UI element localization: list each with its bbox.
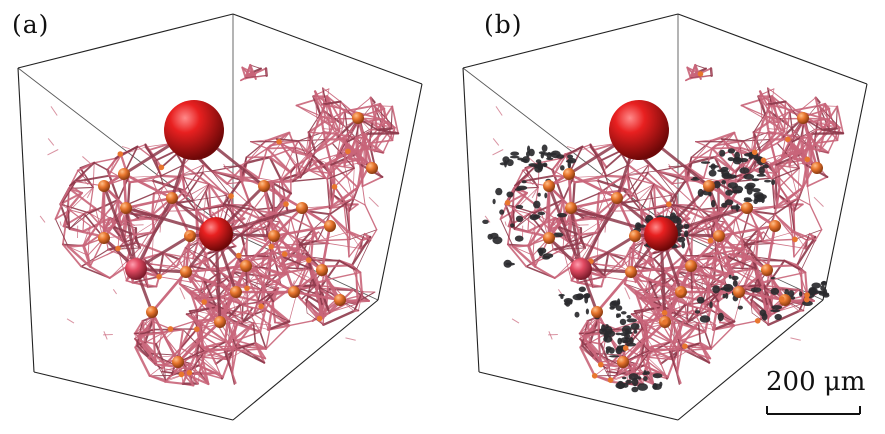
scale-bar — [766, 406, 861, 415]
pore-node — [366, 162, 378, 174]
pore-node — [622, 345, 629, 351]
pore-node — [703, 180, 715, 192]
pore-node — [697, 71, 704, 77]
pore-node — [331, 184, 338, 190]
pore-node — [201, 299, 207, 305]
pore-node — [565, 202, 577, 214]
pore-node — [611, 192, 623, 204]
pore-node — [115, 245, 121, 252]
scale-bar-label: 200 μm — [766, 367, 866, 397]
pore-node — [797, 112, 809, 124]
large-pore-sphere — [164, 100, 224, 160]
pore-node — [629, 230, 641, 242]
pore-node — [792, 236, 798, 243]
pore-node — [779, 296, 785, 302]
pore-node — [598, 361, 604, 368]
bounding-cube — [462, 13, 868, 421]
pore-node — [543, 180, 555, 192]
pore-nodes — [98, 100, 378, 378]
pore-node — [98, 232, 110, 244]
pore-node — [178, 371, 185, 378]
pore-node — [804, 296, 810, 303]
pore-node — [214, 316, 226, 328]
pore-node — [713, 230, 725, 242]
pore-node — [591, 373, 598, 379]
pore-node — [186, 369, 193, 376]
pore-node — [760, 157, 767, 164]
pore-node — [244, 285, 250, 292]
pore-node — [678, 289, 684, 295]
pore-node — [172, 356, 184, 368]
pore-node — [258, 303, 265, 310]
pore-node — [804, 292, 810, 298]
pore-node — [316, 264, 328, 276]
pore-node — [283, 201, 289, 207]
pore-node — [563, 168, 575, 180]
pore-node — [180, 266, 192, 278]
pore-node — [352, 112, 364, 124]
pore-node — [167, 326, 174, 332]
pore-node — [666, 201, 672, 207]
throat-network — [39, 63, 400, 387]
pore-node — [804, 156, 811, 163]
pore-node — [685, 260, 697, 272]
pore-node — [661, 310, 668, 316]
bounding-cube — [17, 13, 423, 421]
pore-node — [305, 257, 312, 263]
pore-node — [268, 243, 275, 250]
pore-node — [741, 202, 753, 214]
panel-label-a: (a) — [12, 10, 50, 39]
pore-node — [281, 251, 288, 257]
pore-node — [591, 306, 603, 318]
pore-node — [682, 343, 688, 350]
pore-node — [617, 356, 629, 368]
panel-b — [462, 13, 868, 421]
pore-node — [288, 286, 300, 298]
pore-node — [235, 252, 242, 259]
pore-node — [268, 230, 280, 242]
pore-node — [662, 319, 668, 325]
panel-label-b: (b) — [484, 10, 523, 39]
pore-node — [228, 193, 234, 199]
pore-node — [707, 237, 714, 244]
pore-sphere — [199, 217, 233, 251]
pore-node — [785, 136, 791, 143]
pore-node — [166, 192, 178, 204]
pore-node — [258, 180, 270, 192]
pore-node — [276, 138, 282, 145]
pore-node — [769, 220, 781, 232]
pore-node — [156, 273, 162, 280]
pore-sphere — [125, 258, 147, 280]
pore-node — [811, 162, 823, 174]
pore-node — [117, 151, 124, 157]
pore-node — [240, 260, 252, 272]
pore-node — [316, 315, 323, 322]
pore-nodes — [504, 71, 823, 383]
pore-node — [158, 164, 165, 171]
pore-node — [120, 202, 132, 214]
pore-node — [230, 286, 242, 298]
pore-node — [607, 377, 614, 383]
pore-node — [754, 318, 761, 324]
pore-node — [296, 202, 308, 214]
pore-sphere — [570, 258, 592, 280]
pore-sphere — [644, 217, 678, 251]
pore-node — [334, 294, 346, 306]
pore-node — [751, 149, 758, 156]
pore-node — [118, 168, 130, 180]
pore-node — [324, 220, 336, 232]
pore-node — [733, 286, 745, 298]
large-pore-sphere — [609, 100, 669, 160]
panel-a — [17, 13, 423, 421]
pore-node — [504, 199, 511, 206]
pore-node — [345, 148, 351, 155]
pore-node — [194, 326, 200, 333]
pore-node — [187, 233, 193, 239]
pore-node — [146, 306, 158, 318]
pore-node — [98, 180, 110, 192]
pore-node — [625, 266, 637, 278]
pore-node — [543, 232, 555, 244]
pore-node — [761, 264, 773, 276]
